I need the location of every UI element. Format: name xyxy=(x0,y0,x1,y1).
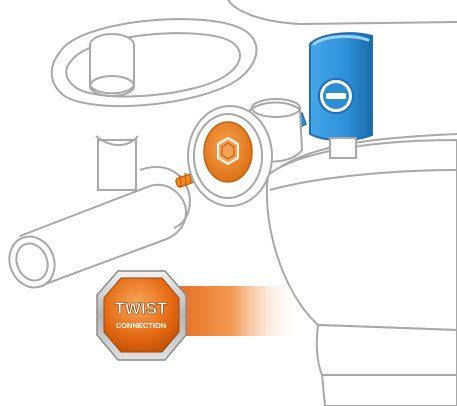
mincer-neck xyxy=(98,140,136,190)
badge-subtitle: CONNECTION xyxy=(116,321,166,330)
badge-title: TWIST xyxy=(115,299,168,318)
hexagon-socket-icon xyxy=(204,122,252,182)
hopper-tray xyxy=(52,19,257,106)
minus-sign-icon xyxy=(319,79,353,113)
mixer-base xyxy=(317,325,457,406)
twist-connection-badge-icon: TWIST CONNECTION xyxy=(97,271,300,360)
mixer-head-outline xyxy=(228,0,457,24)
mixer-outlet-hub xyxy=(310,33,372,158)
